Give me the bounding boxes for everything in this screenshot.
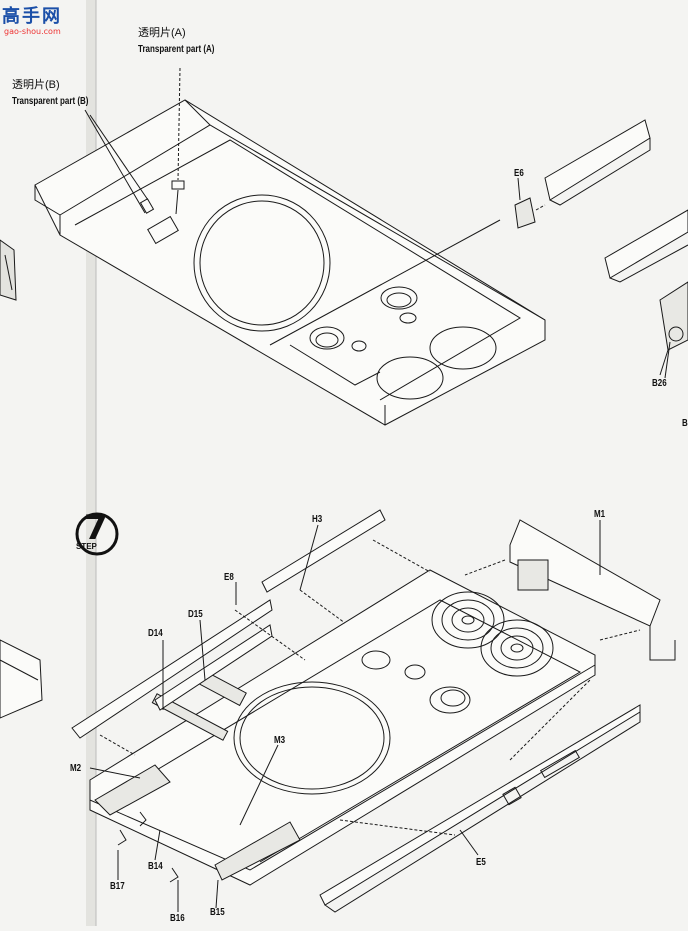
part-label-b17: B17: [110, 881, 125, 892]
hatch-round: [380, 286, 418, 310]
part-label-b14: B14: [148, 861, 163, 872]
lower-hull-panels: [71, 509, 676, 913]
part-label-m2: M2: [70, 763, 82, 774]
watermark-logo: 高手网 gao-shou.com: [2, 2, 72, 42]
part-m1: [509, 519, 661, 627]
part-label-d14: D14: [148, 628, 163, 639]
step-number: 7: [84, 508, 108, 548]
callout-transparent-b-en: Transparent part (B): [12, 96, 89, 107]
transparent-part-b: [139, 198, 155, 214]
part-label-b26: B26: [652, 378, 667, 389]
part-label-e5: E5: [476, 857, 486, 868]
part-label-h3: H3: [312, 514, 323, 525]
callout-lines: [89, 177, 669, 912]
part-label-b-cut: B: [682, 418, 688, 429]
page-fold-shadow: [86, 0, 96, 926]
lower-hull-floor: [89, 569, 596, 886]
fan-grille-2: [480, 619, 554, 677]
part-label-b16: B16: [170, 913, 185, 924]
logo-url: gao-shou.com: [4, 27, 61, 36]
logo-text: 高手网: [2, 6, 62, 27]
fan-opening-2: [376, 356, 444, 400]
step-word: STEP: [76, 542, 97, 551]
part-d14: [71, 599, 273, 739]
left-edge-fragments: [0, 239, 43, 719]
step-badge: 7 STEP: [74, 508, 120, 558]
fan-grille-1: [431, 591, 505, 649]
part-label-e8: E8: [224, 572, 234, 583]
leader-lines: [99, 539, 641, 836]
part-label-d15: D15: [188, 609, 203, 620]
part-e6: [514, 197, 536, 229]
part-label-e6: E6: [514, 168, 524, 179]
part-label-b15: B15: [210, 907, 225, 918]
transparent-part-a: [171, 180, 185, 190]
part-label-m3: M3: [274, 735, 286, 746]
part-h3: [261, 509, 386, 593]
step-circle: [75, 512, 119, 556]
lower-turret-ring: [233, 681, 391, 795]
callout-transparent-b-cn: 透明片(B): [12, 79, 60, 91]
side-skirt-parts: [514, 119, 688, 379]
callout-transparent-a-cn: 透明片(A): [138, 27, 186, 39]
turret-ring: [193, 194, 331, 332]
part-label-m1: M1: [594, 509, 606, 520]
callout-transparent-a-en: Transparent part (A): [138, 44, 215, 55]
fan-opening-1: [429, 326, 497, 370]
upper-hull-plate: [34, 67, 546, 426]
